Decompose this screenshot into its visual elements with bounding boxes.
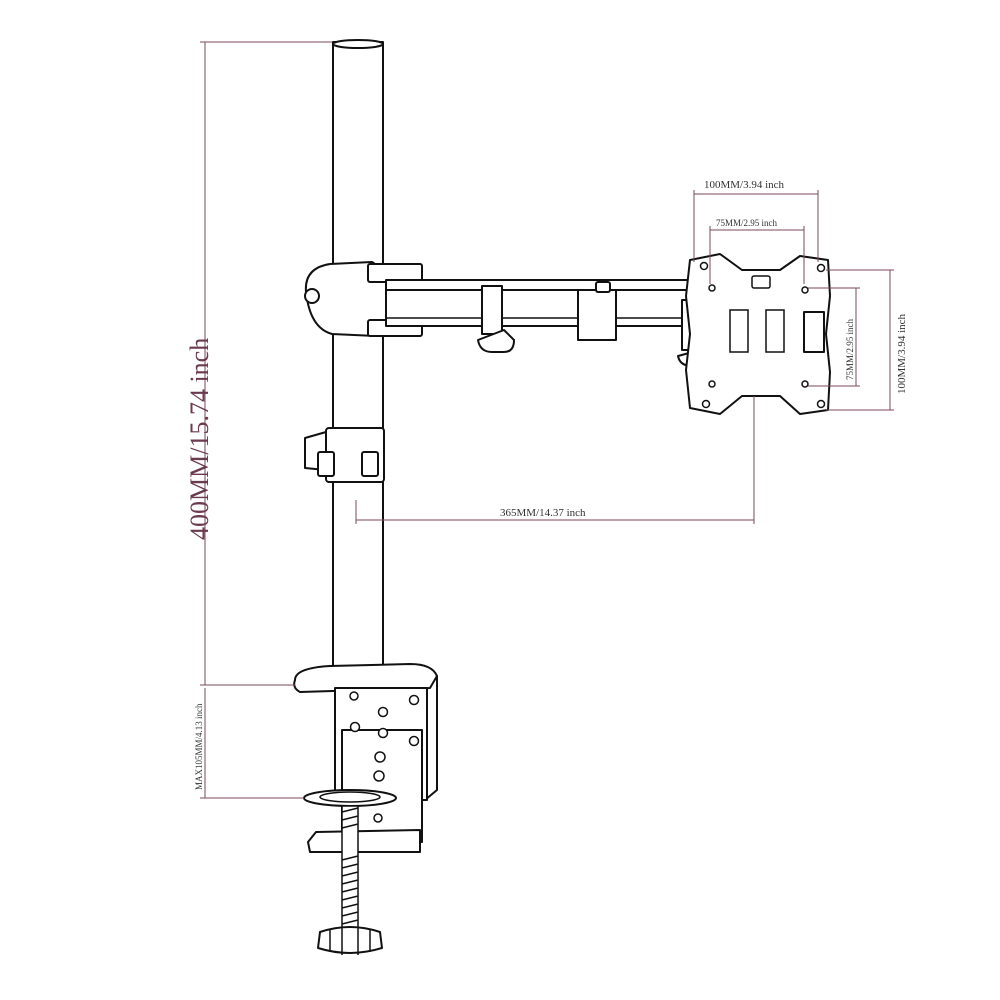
dimension-clamp-max: MAX105MM/4.13 inch xyxy=(194,688,304,799)
vesa-outer-height-label: 100MM/3.94 inch xyxy=(896,313,908,394)
dimension-vesa-inner-height: 75MM/2.95 inch xyxy=(808,287,860,387)
desk-clamp xyxy=(293,663,438,955)
dimension-vesa-inner-width: 75MM/2.95 inch xyxy=(709,218,805,284)
cable-clip xyxy=(304,427,385,483)
dimension-arm-reach: 365MM/14.37 inch xyxy=(355,396,755,524)
dimension-vesa-outer-width: 100MM/3.94 inch xyxy=(693,179,819,262)
vesa-plate xyxy=(685,253,831,415)
vesa-outer-width-label: 100MM/3.94 inch xyxy=(704,179,785,191)
vesa-inner-height-label: 75MM/2.95 inch xyxy=(845,318,855,380)
clamp-max-label: MAX105MM/4.13 inch xyxy=(194,703,204,790)
threaded-rod xyxy=(341,807,359,925)
pole-height-label: 400MM/15.74 inch xyxy=(185,338,214,540)
vesa-inner-width-label: 75MM/2.95 inch xyxy=(716,218,778,228)
arm-reach-label: 365MM/14.37 inch xyxy=(500,507,586,519)
clamp-knob xyxy=(317,926,383,955)
dimension-pole-height: 400MM/15.74 inch xyxy=(185,41,332,686)
pole xyxy=(332,39,384,683)
dimension-vesa-outer-height: 100MM/3.94 inch xyxy=(826,269,908,411)
